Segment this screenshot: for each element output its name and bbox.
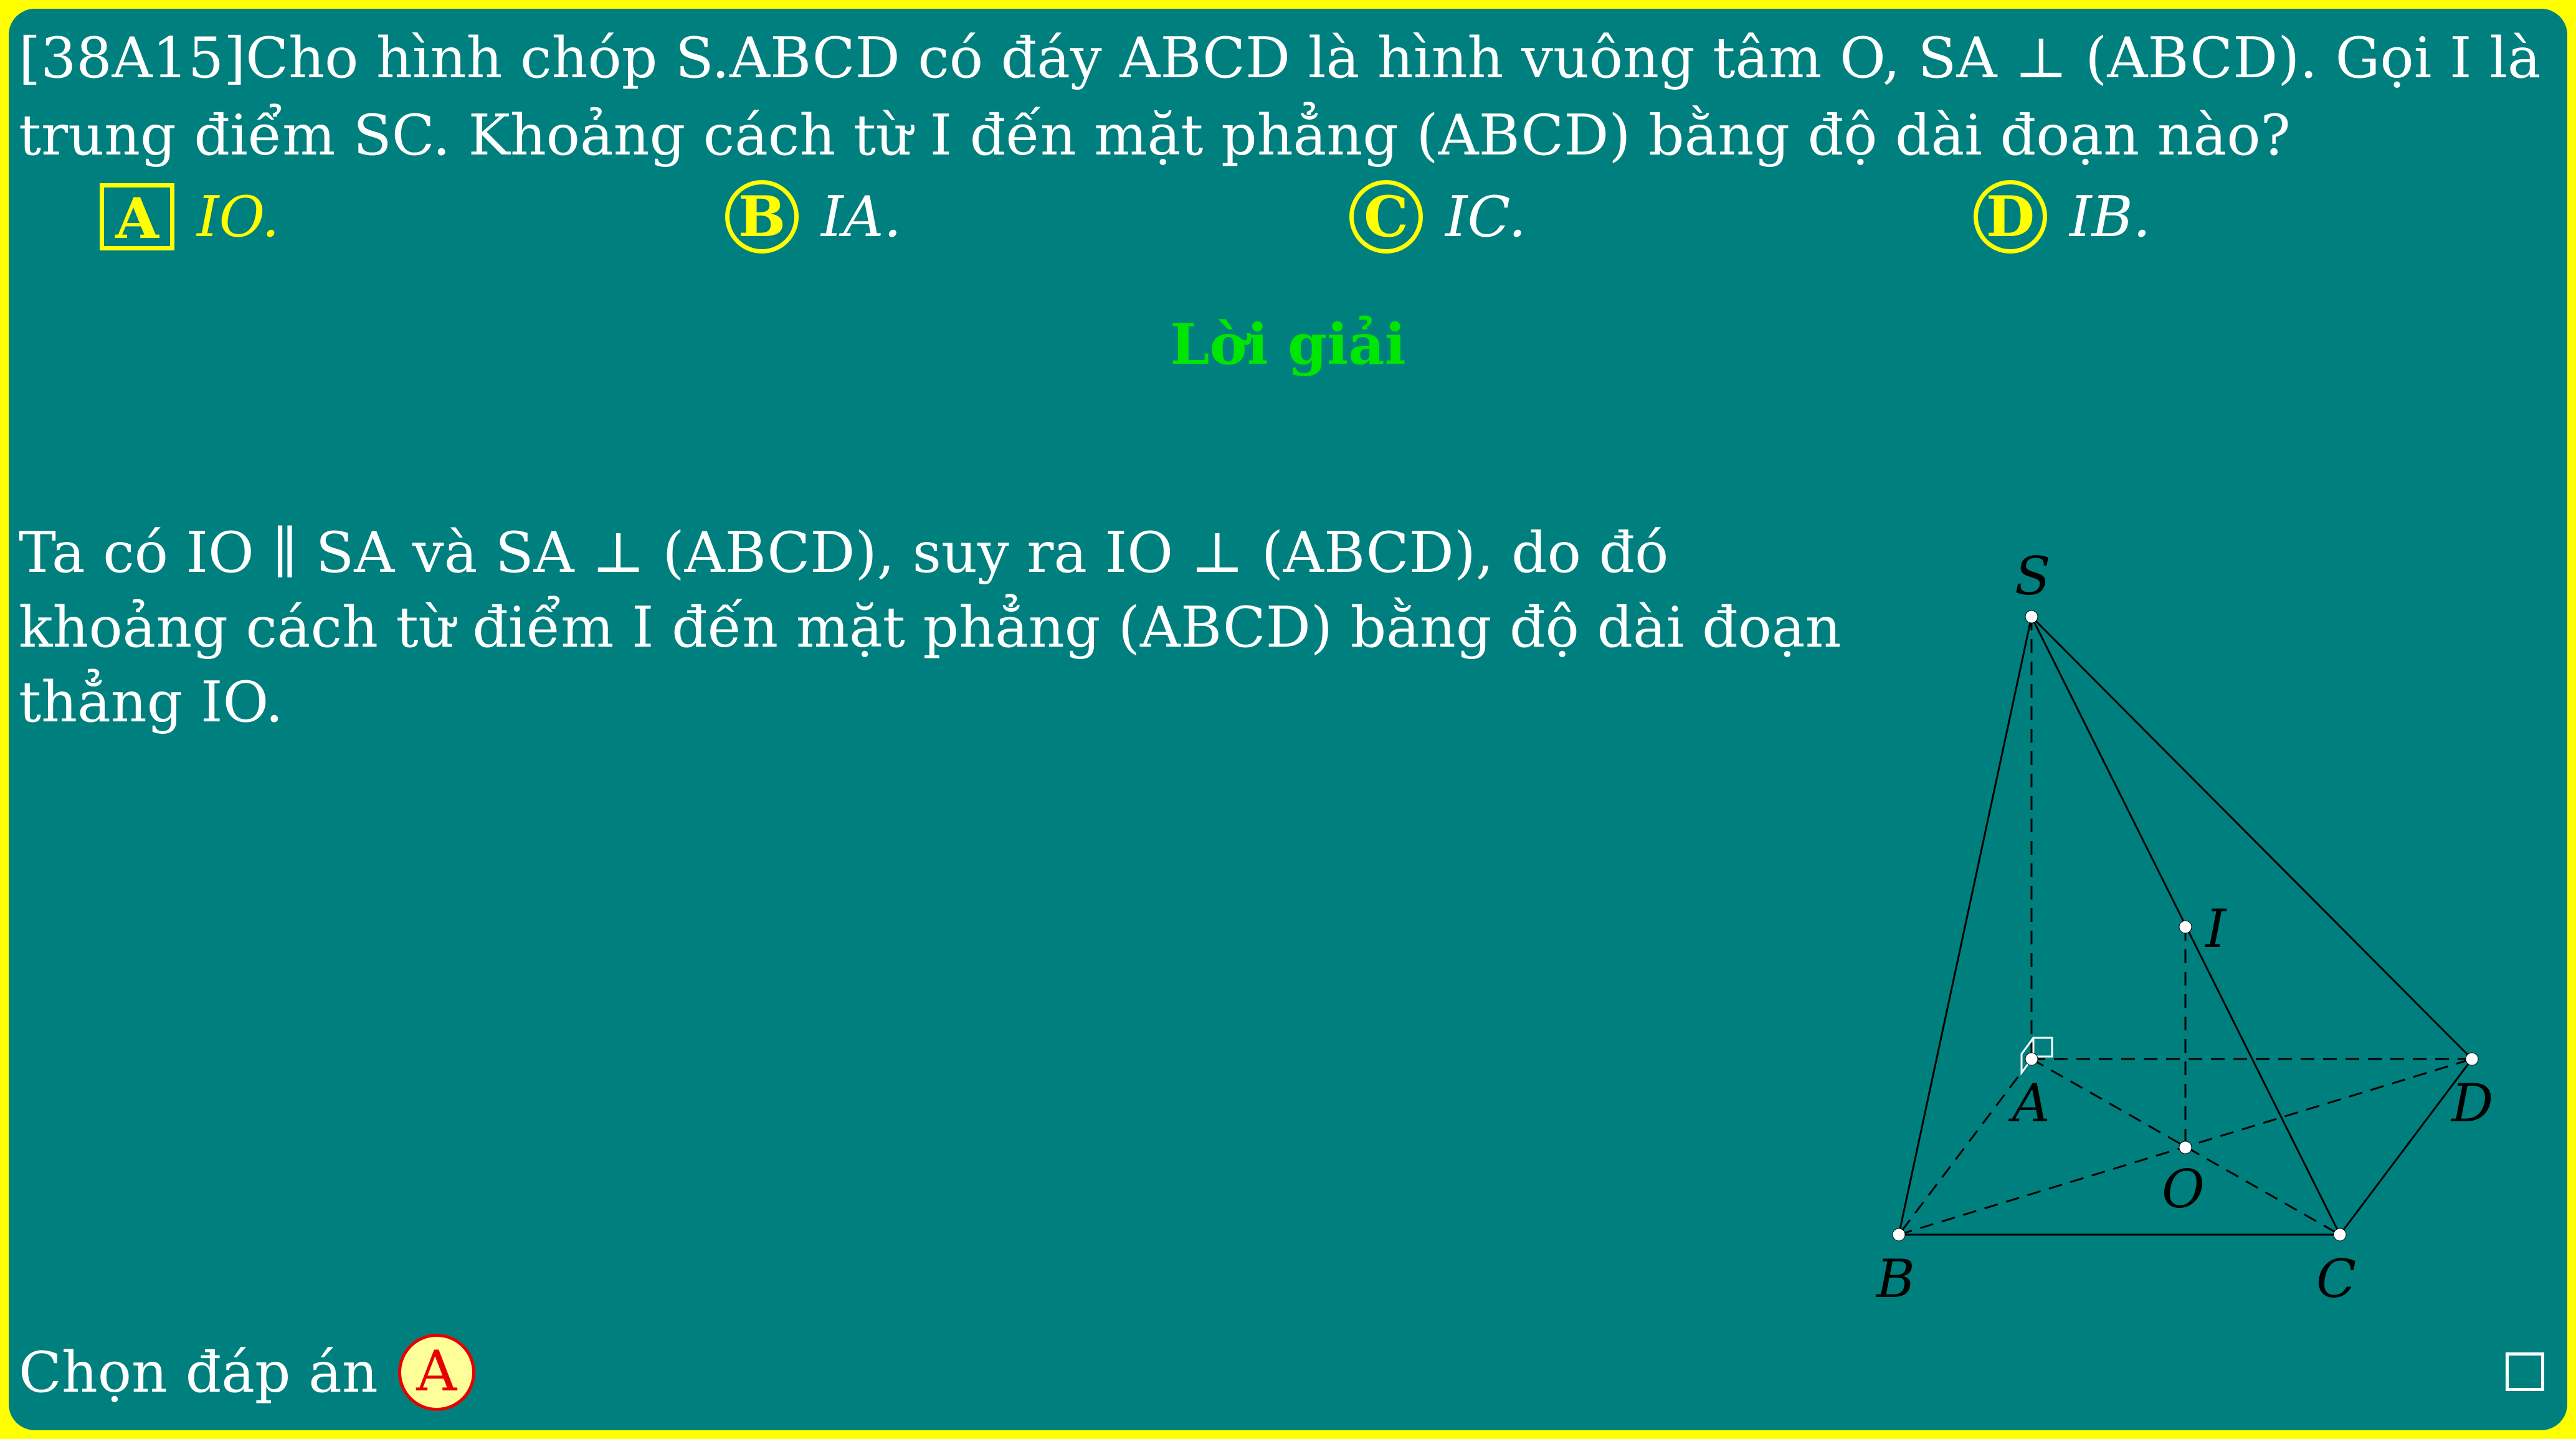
label-b: B: [1875, 1248, 1915, 1309]
question-line-1: [38A15]Cho hình chóp S.ABCD có đáy ABCD …: [19, 26, 2541, 91]
point-c: [2333, 1228, 2347, 1242]
edge-sb: [1898, 616, 2033, 1235]
point-a: [2025, 1052, 2038, 1066]
question-line-2: trung điểm SC. Khoảng cách từ I đến mặt …: [19, 103, 2291, 168]
option-a-text: IO.: [197, 184, 280, 250]
edge-ab: [1898, 1058, 2033, 1235]
option-b-label: B: [725, 180, 799, 254]
label-c: C: [2316, 1248, 2356, 1309]
right-angle-marker: [2020, 1037, 2053, 1076]
option-c-text: IC.: [1445, 184, 1526, 250]
option-d-label: D: [1974, 180, 2047, 254]
solution-title: Lời giải: [1170, 311, 1406, 378]
solution-line-1: Ta có IO ∥ SA và SA ⊥ (ABCD), suy ra IO …: [19, 520, 1669, 586]
edge-sd: [2030, 615, 2473, 1060]
option-a-label: A: [100, 183, 174, 250]
option-b-text: IA.: [821, 184, 902, 250]
edge-cd: [2339, 1058, 2473, 1235]
option-b[interactable]: B IA.: [725, 176, 901, 258]
answer-prefix: Chọn đáp án: [19, 1339, 378, 1405]
point-o: [2179, 1141, 2192, 1154]
option-c-label: C: [1349, 180, 1423, 254]
option-c[interactable]: C IC.: [1349, 176, 1526, 258]
label-o: O: [2162, 1159, 2205, 1220]
solution-line-3: thẳng IO.: [19, 670, 283, 735]
point-b: [1892, 1228, 1906, 1242]
option-a[interactable]: A IO.: [100, 176, 280, 258]
label-s: S: [2015, 546, 2051, 607]
diagonal-ac: [2031, 1058, 2341, 1236]
label-i: I: [2204, 898, 2227, 959]
point-d: [2465, 1052, 2479, 1066]
answer-row: Chọn đáp án A: [19, 1332, 475, 1413]
point-s: [2025, 610, 2038, 624]
label-a: A: [2008, 1073, 2050, 1134]
solution-line-2: khoảng cách từ điểm I đến mặt phẳng (ABC…: [19, 595, 1842, 660]
slide: [9, 9, 2567, 1430]
option-d[interactable]: D IB.: [1974, 176, 2151, 258]
point-i: [2179, 920, 2192, 934]
answer-badge: A: [397, 1334, 475, 1411]
option-d-text: IB.: [2070, 184, 2151, 250]
end-of-solution-box: [2506, 1352, 2544, 1391]
label-d: D: [2450, 1073, 2493, 1134]
